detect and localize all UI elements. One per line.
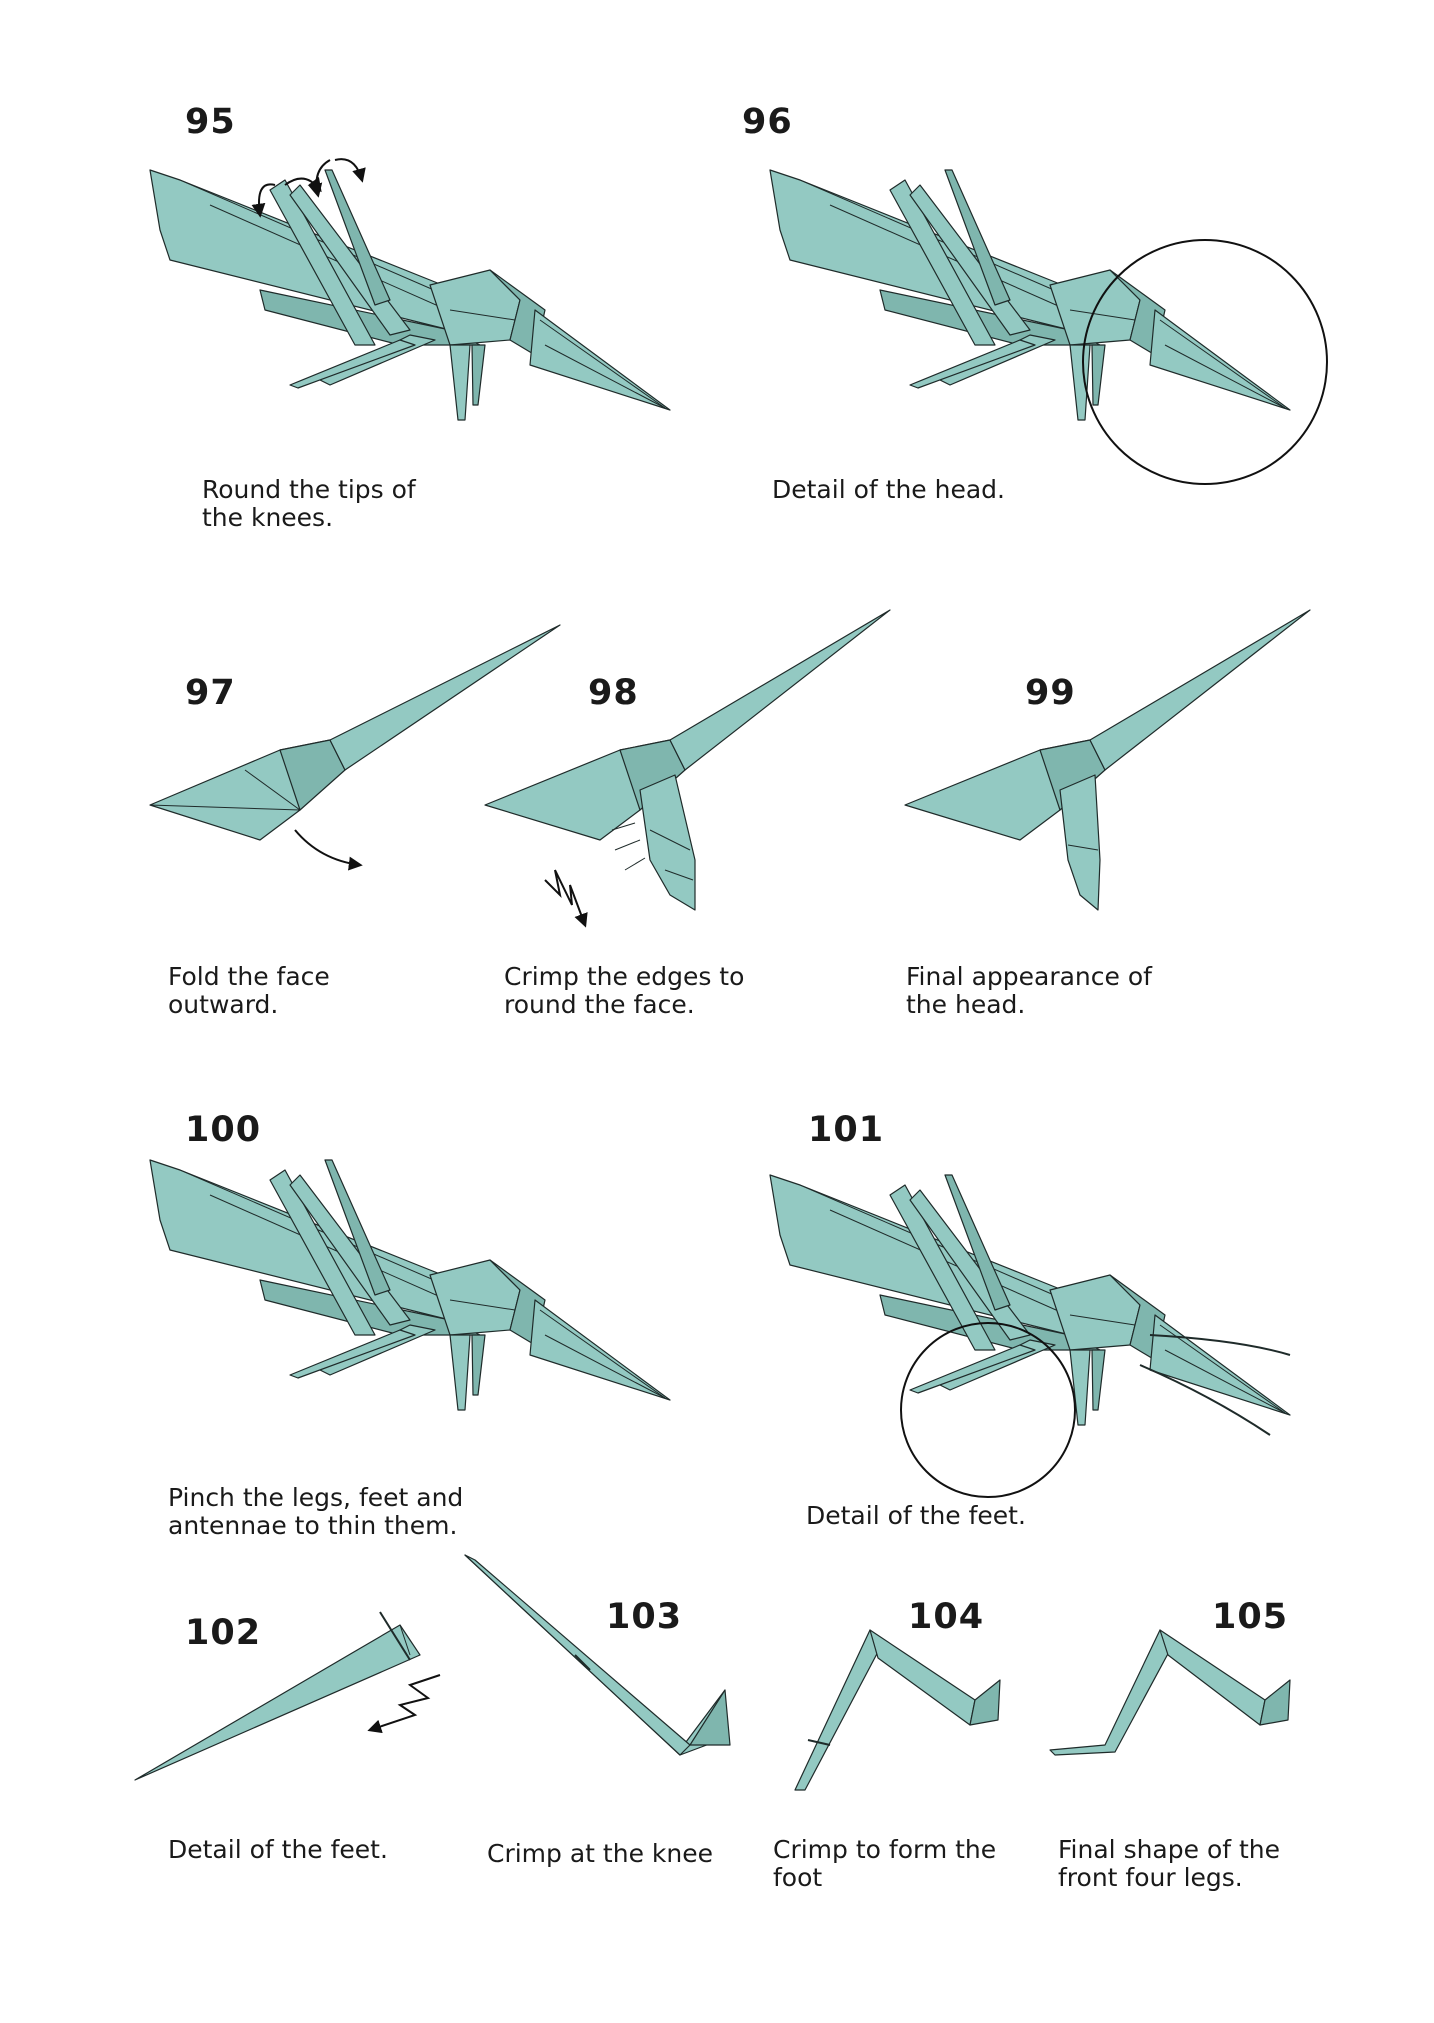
step-96-figure bbox=[769, 169, 1291, 421]
step-102-figure bbox=[134, 1611, 421, 1781]
step-caption: Fold the face outward. bbox=[168, 962, 330, 1019]
step-number: 99 bbox=[1025, 673, 1076, 713]
step-number: 100 bbox=[185, 1110, 262, 1150]
arrow-icon bbox=[294, 829, 363, 871]
step-caption: Final shape of the front four legs. bbox=[1058, 1835, 1281, 1892]
step-95-figure bbox=[149, 169, 671, 421]
detail-circle bbox=[1082, 239, 1328, 485]
step-caption: Crimp the edges to round the face. bbox=[504, 962, 745, 1019]
arrow-icon bbox=[308, 159, 331, 198]
step-caption: Final appearance of the head. bbox=[906, 962, 1152, 1019]
step-number: 105 bbox=[1212, 1597, 1289, 1637]
step-caption: Detail of the head. bbox=[772, 475, 1005, 504]
step-caption: Crimp to form the foot bbox=[773, 1835, 997, 1892]
step-caption: Detail of the feet. bbox=[168, 1835, 388, 1864]
step-caption: Round the tips of the knees. bbox=[202, 475, 416, 532]
step-100-figure bbox=[149, 1159, 671, 1411]
step-number: 101 bbox=[808, 1110, 885, 1150]
step-number: 98 bbox=[588, 673, 639, 713]
step-number: 96 bbox=[742, 102, 793, 142]
crimp-mark bbox=[624, 857, 646, 871]
step-number: 103 bbox=[606, 1597, 683, 1637]
detail-circle bbox=[900, 1322, 1076, 1498]
step-number: 104 bbox=[908, 1597, 985, 1637]
step-caption: Detail of the feet. bbox=[806, 1501, 1026, 1530]
arrow-icon bbox=[251, 183, 276, 218]
step-number: 97 bbox=[185, 673, 236, 713]
crimp-arrow-icon bbox=[544, 869, 588, 928]
step-caption: Crimp at the knee bbox=[487, 1839, 713, 1868]
step-caption: Pinch the legs, feet and antennae to thi… bbox=[168, 1483, 464, 1540]
step-number: 95 bbox=[185, 102, 236, 142]
arrow-icon bbox=[334, 158, 366, 183]
step-98-figure bbox=[484, 609, 891, 911]
step-number: 102 bbox=[185, 1613, 262, 1653]
step-101-figure bbox=[769, 1174, 1291, 1436]
step-104-figure bbox=[794, 1629, 1001, 1791]
crimp-arrow-icon bbox=[367, 1674, 441, 1734]
step-99-figure bbox=[904, 609, 1311, 911]
step-97-figure bbox=[149, 624, 561, 841]
step-105-figure bbox=[1049, 1629, 1291, 1756]
step-103-figure bbox=[464, 1554, 731, 1756]
crimp-mark bbox=[614, 839, 641, 851]
crimp-mark bbox=[611, 822, 636, 831]
